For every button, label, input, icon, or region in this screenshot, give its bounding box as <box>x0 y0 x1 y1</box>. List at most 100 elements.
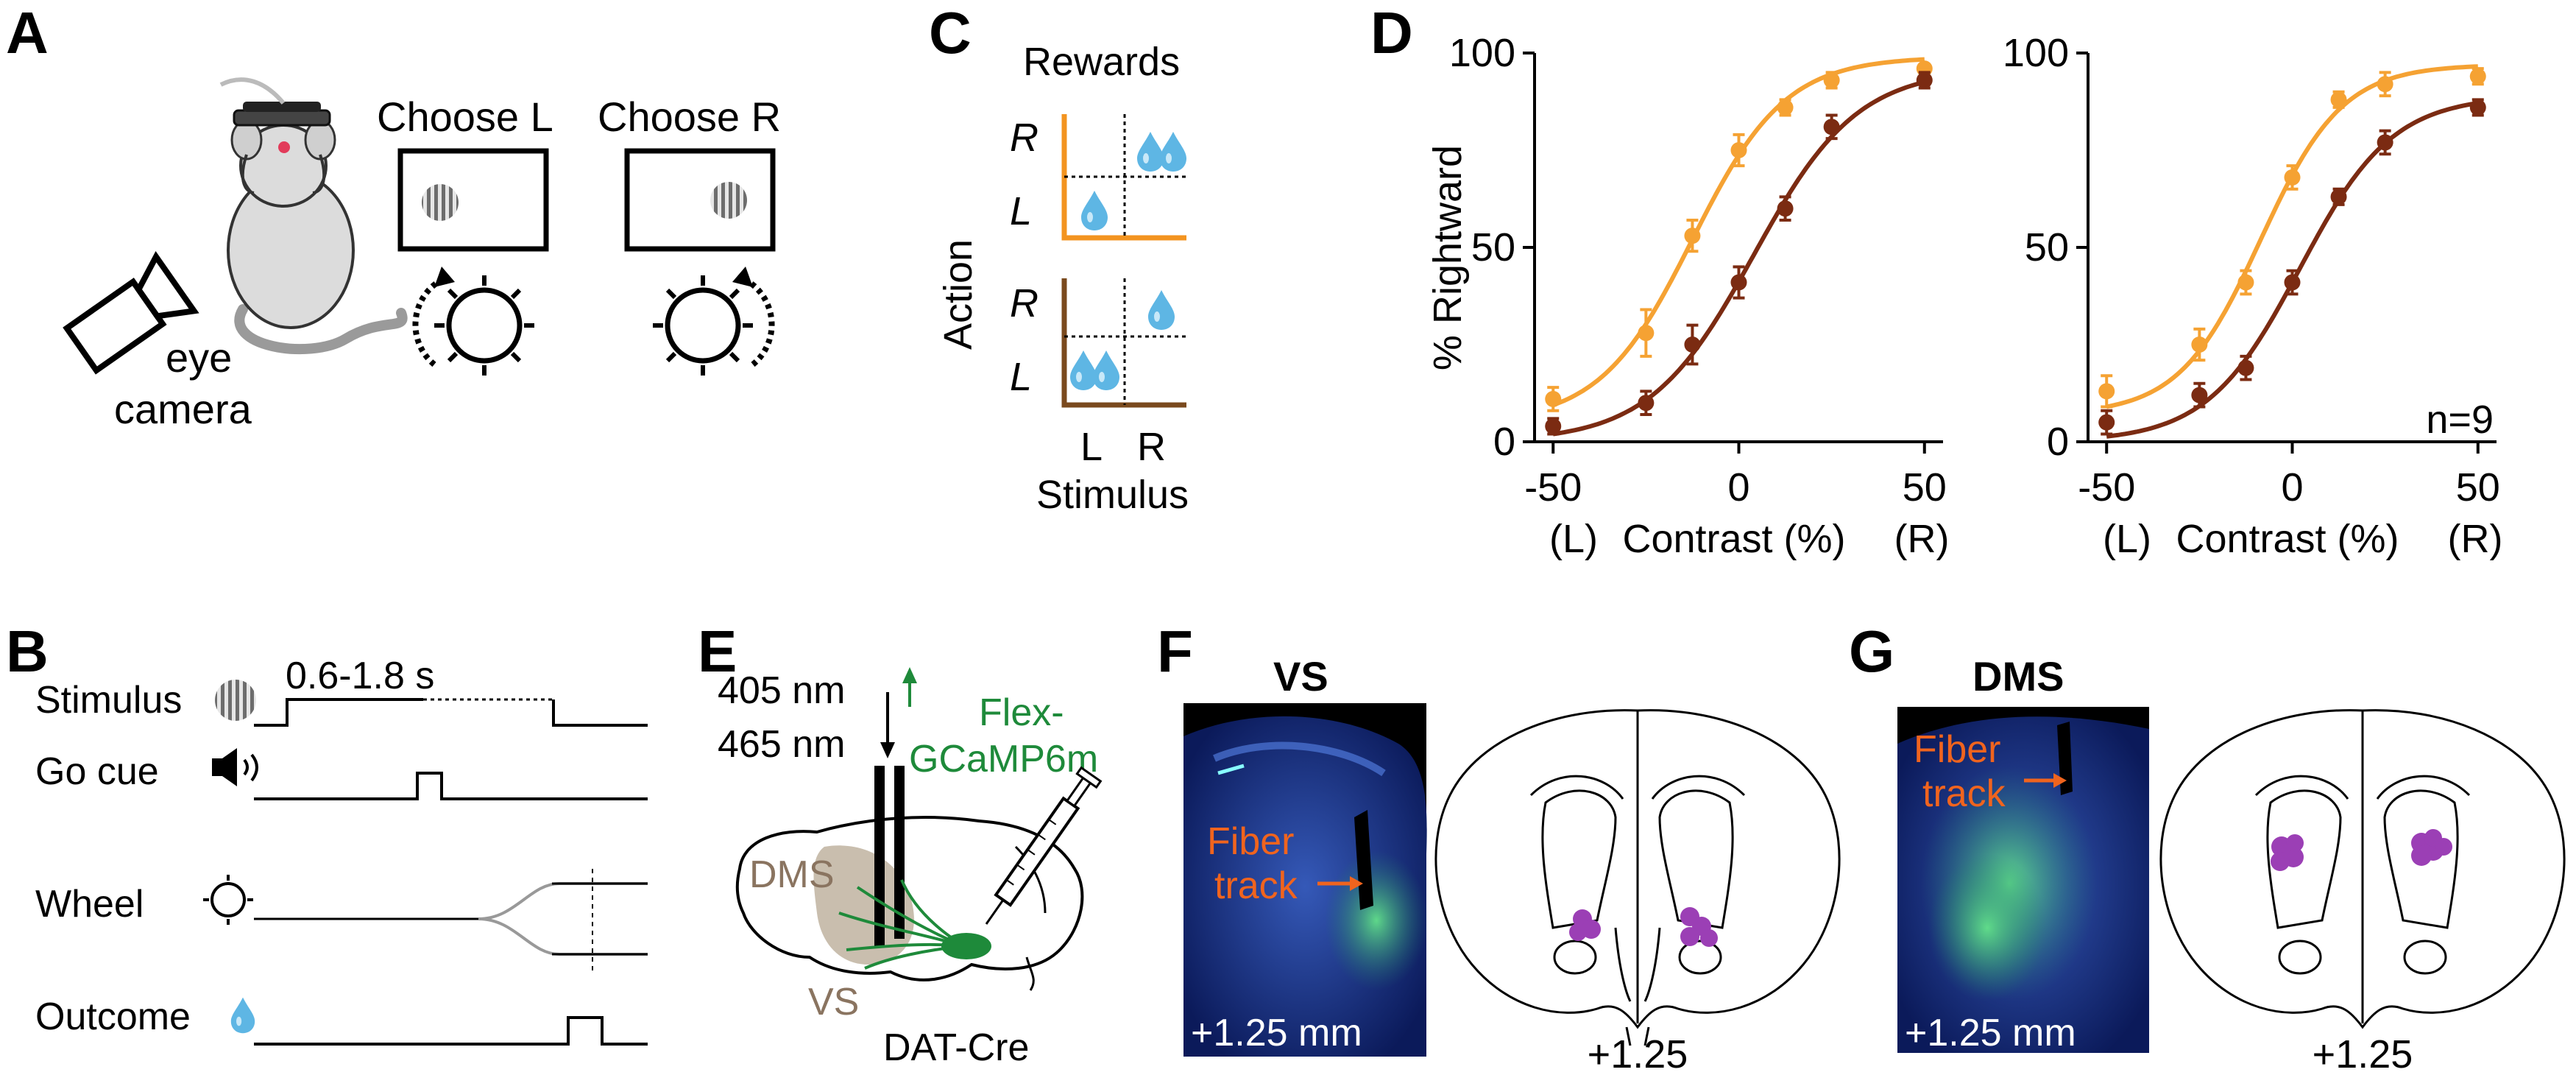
fiber-track-label-line1: Fiber <box>1207 820 1294 863</box>
right-screen <box>624 148 776 252</box>
row-gocue-label: Go cue <box>35 750 159 793</box>
atlas-depth-label: +1.25 <box>1588 1032 1688 1075</box>
region-label-dms: DMS <box>749 853 835 896</box>
wavelength-405: 405 nm <box>718 669 845 712</box>
psychometric-chart-right: 0 50 100 -50 0 50 (L) Contrast (%) (R) n… <box>2003 31 2503 561</box>
data-point <box>2284 274 2301 291</box>
bottom-reward-block-axes <box>1061 278 1186 408</box>
data-point <box>2377 76 2393 93</box>
camera-label-line1: eye <box>166 334 232 381</box>
water-drop-icon <box>1160 132 1186 172</box>
x-tick-label: -50 <box>2078 465 2135 510</box>
data-point <box>1684 336 1701 353</box>
section-depth-label: +1.25 mm <box>1191 1012 1362 1054</box>
data-point <box>2330 188 2347 205</box>
panel-e: E 405 nm 465 nm Flex- GCaMP6m <box>698 618 1103 1069</box>
sample-size-annotation: n=9 <box>2426 398 2494 442</box>
data-point <box>2469 99 2486 116</box>
row-outcome-label: Outcome <box>35 995 191 1038</box>
stimulus-grating-icon <box>215 680 256 721</box>
panel-f-label: F <box>1157 618 1193 684</box>
panel-f: F VS Fiber track +1.25 mm <box>1157 618 1841 1075</box>
right-grating-icon <box>710 182 747 219</box>
histology-image-dms <box>1897 707 2149 1053</box>
camera-label-line2: camera <box>114 386 252 432</box>
virus-label-line1: Flex- <box>979 691 1064 734</box>
emission-arrow-head <box>902 667 917 683</box>
panel-a: A eye camera Choose L <box>6 0 781 432</box>
row-stimulus-label: Stimulus <box>35 679 182 722</box>
vta-injection-site <box>941 933 991 959</box>
choose-right-label: Choose R <box>598 94 781 140</box>
x-end-label-left: (L) <box>1549 517 1598 561</box>
water-drop-icon <box>230 997 255 1034</box>
fiber-optic-2 <box>894 766 905 939</box>
y-tick-label: 50 <box>1471 225 1515 269</box>
data-point <box>2377 134 2393 151</box>
fiber-placement-dots-dms <box>2271 829 2452 871</box>
x-tick-label: 0 <box>2281 465 2303 510</box>
data-point <box>2237 359 2254 376</box>
striatum-region <box>813 845 914 965</box>
data-point <box>1777 200 1794 217</box>
wheel-icon <box>203 875 253 925</box>
data-point <box>2330 91 2347 108</box>
x-end-label-right: (R) <box>1894 517 1950 561</box>
x-tick-label: -50 <box>1524 465 1582 510</box>
water-drop-icon <box>1148 290 1175 330</box>
rewards-title: Rewards <box>1023 40 1180 84</box>
water-drop-icon <box>1070 350 1097 390</box>
region-label-vs: VS <box>808 981 859 1023</box>
chart-y-axis-label: % Rightward <box>1426 145 1470 370</box>
atlas-coronal-section-vs <box>1434 709 1841 1046</box>
row-wheel-label: Wheel <box>35 883 144 926</box>
chart-x-axis-label: Contrast (%) <box>2176 517 2399 561</box>
mouse-line-label: DAT-Cre <box>883 1026 1029 1069</box>
histology-image-vs <box>1183 703 1428 1057</box>
excitation-arrow-head <box>880 742 895 758</box>
y-tick-label: 0 <box>2047 420 2069 464</box>
data-point <box>2284 169 2301 186</box>
data-point <box>1684 228 1701 244</box>
data-point <box>2237 274 2254 291</box>
bottom-action-l: L <box>1010 355 1032 399</box>
data-point <box>2098 414 2115 431</box>
top-action-r: R <box>1010 116 1038 160</box>
water-drop-icon <box>1137 132 1164 172</box>
stimulus-trace <box>254 698 423 727</box>
right-wheel-icon <box>653 267 775 376</box>
camera-icon <box>63 250 199 375</box>
panel-g: G DMS Fiber track +1.25 mm <box>1849 618 2566 1075</box>
fiber-track-arrow-head <box>2053 773 2067 788</box>
fiber-track-arrow-head <box>1350 876 1363 891</box>
syringe-icon <box>985 766 1103 925</box>
virus-label-line2: GCaMP6m <box>909 738 1098 780</box>
stimulus-offset-trace <box>552 699 648 727</box>
x-tick-label: 50 <box>2456 465 2500 510</box>
data-point <box>1823 119 1840 135</box>
stimulus-axis-label: Stimulus <box>1036 473 1189 517</box>
y-tick-label: 100 <box>2003 31 2069 75</box>
panel-g-title: DMS <box>1972 653 2064 699</box>
panel-c-label: C <box>929 0 972 66</box>
panel-e-label: E <box>698 618 737 684</box>
fiber-track-label-line2: track <box>1922 772 2006 815</box>
data-point <box>1638 395 1655 412</box>
top-reward-block-axes <box>1061 114 1186 241</box>
action-axis-label: Action <box>936 239 980 350</box>
data-point <box>2469 68 2486 85</box>
stimulus-tick-r: R <box>1137 425 1166 469</box>
fiber-optic-1 <box>874 766 885 946</box>
gocue-trace <box>254 772 648 800</box>
data-point <box>1823 71 1840 88</box>
panel-c: C Rewards Action R L R L L R Stimulus <box>929 0 1189 517</box>
wheel-trace-left <box>478 917 648 956</box>
y-tick-label: 50 <box>2025 225 2069 269</box>
panel-b: B Stimulus 0.6-1.8 s Go cue Wheel <box>6 618 648 1046</box>
data-point <box>1730 142 1747 158</box>
y-tick-label: 100 <box>1449 31 1515 75</box>
section-depth-label: +1.25 mm <box>1905 1012 2076 1054</box>
atlas-depth-label: +1.25 <box>2313 1032 2413 1075</box>
x-tick-label: 0 <box>1727 465 1749 510</box>
data-point <box>1638 325 1655 342</box>
